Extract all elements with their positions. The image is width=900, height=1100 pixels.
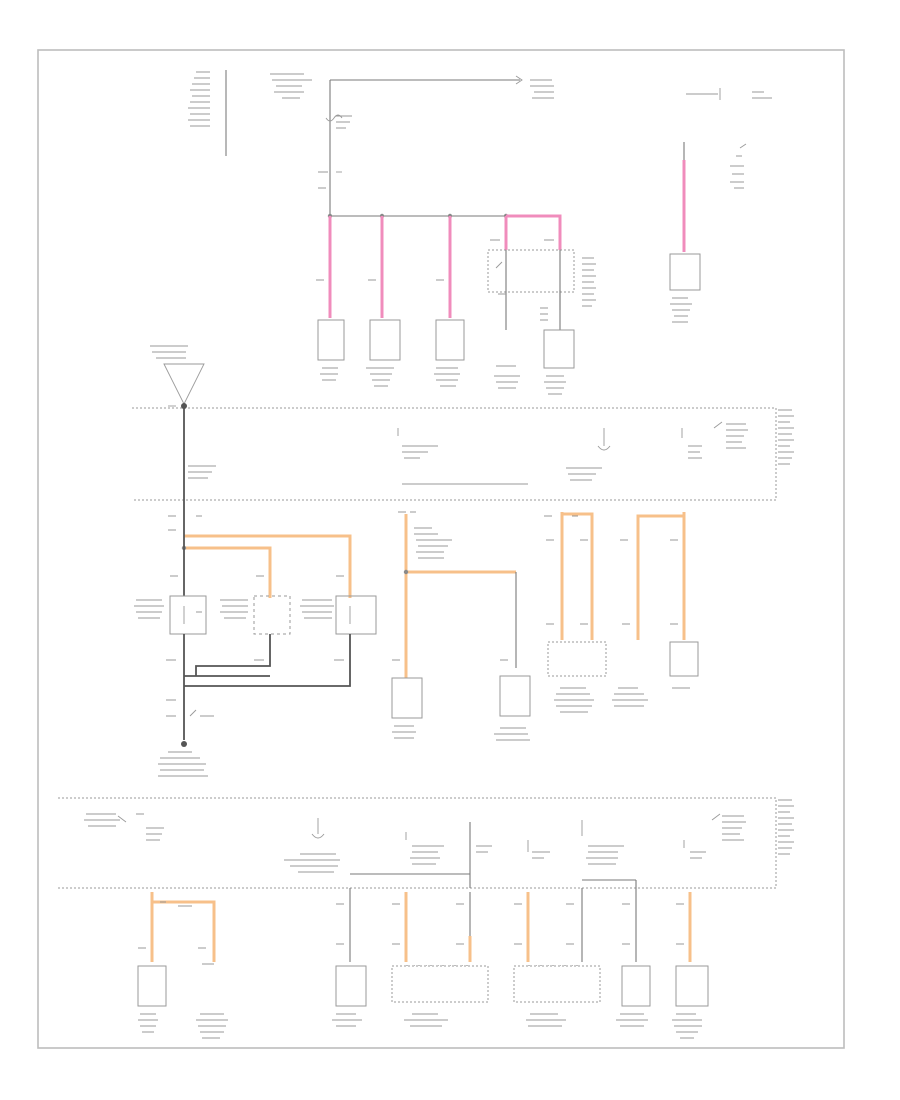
ground-icon: [150, 345, 205, 406]
component-9: [547, 641, 607, 713]
component-6: [669, 253, 701, 323]
mid-bus-block: [132, 345, 794, 504]
fuse-icon: [325, 114, 352, 129]
component-7: [391, 677, 423, 739]
relay-box: [487, 249, 575, 293]
top-section: [188, 70, 772, 395]
component-1: [317, 319, 345, 381]
relay-3: [300, 595, 377, 635]
orange-wire: [184, 546, 272, 598]
component-15: [513, 965, 601, 1027]
orange-wire: [152, 900, 216, 962]
ground-icon: [181, 709, 214, 747]
component-4: [494, 365, 520, 389]
component-14: [391, 965, 489, 1027]
component-13: [332, 965, 367, 1027]
component-10: [612, 687, 648, 707]
top-right-connector: [515, 75, 554, 99]
top-left-note: [188, 70, 227, 156]
mid-section: [134, 504, 699, 777]
orange-wire: [562, 512, 594, 640]
component-12: [137, 965, 167, 1033]
component-16: [616, 965, 651, 1027]
relay-2: [220, 595, 291, 635]
bottom-section: [137, 880, 709, 1039]
component-8: [494, 675, 531, 741]
component-17: [672, 965, 709, 1039]
pink-wire: [506, 214, 562, 250]
top-feed-label: [270, 73, 312, 99]
lower-bus-block: [58, 797, 794, 889]
component-3: [434, 319, 465, 387]
orange-wire: [184, 534, 352, 598]
orange-wire: [636, 514, 684, 640]
component-11: [669, 641, 699, 689]
component-2: [366, 319, 401, 387]
diagram-frame: [37, 49, 845, 1049]
component-5: [540, 307, 575, 395]
relay-1: [134, 595, 207, 635]
